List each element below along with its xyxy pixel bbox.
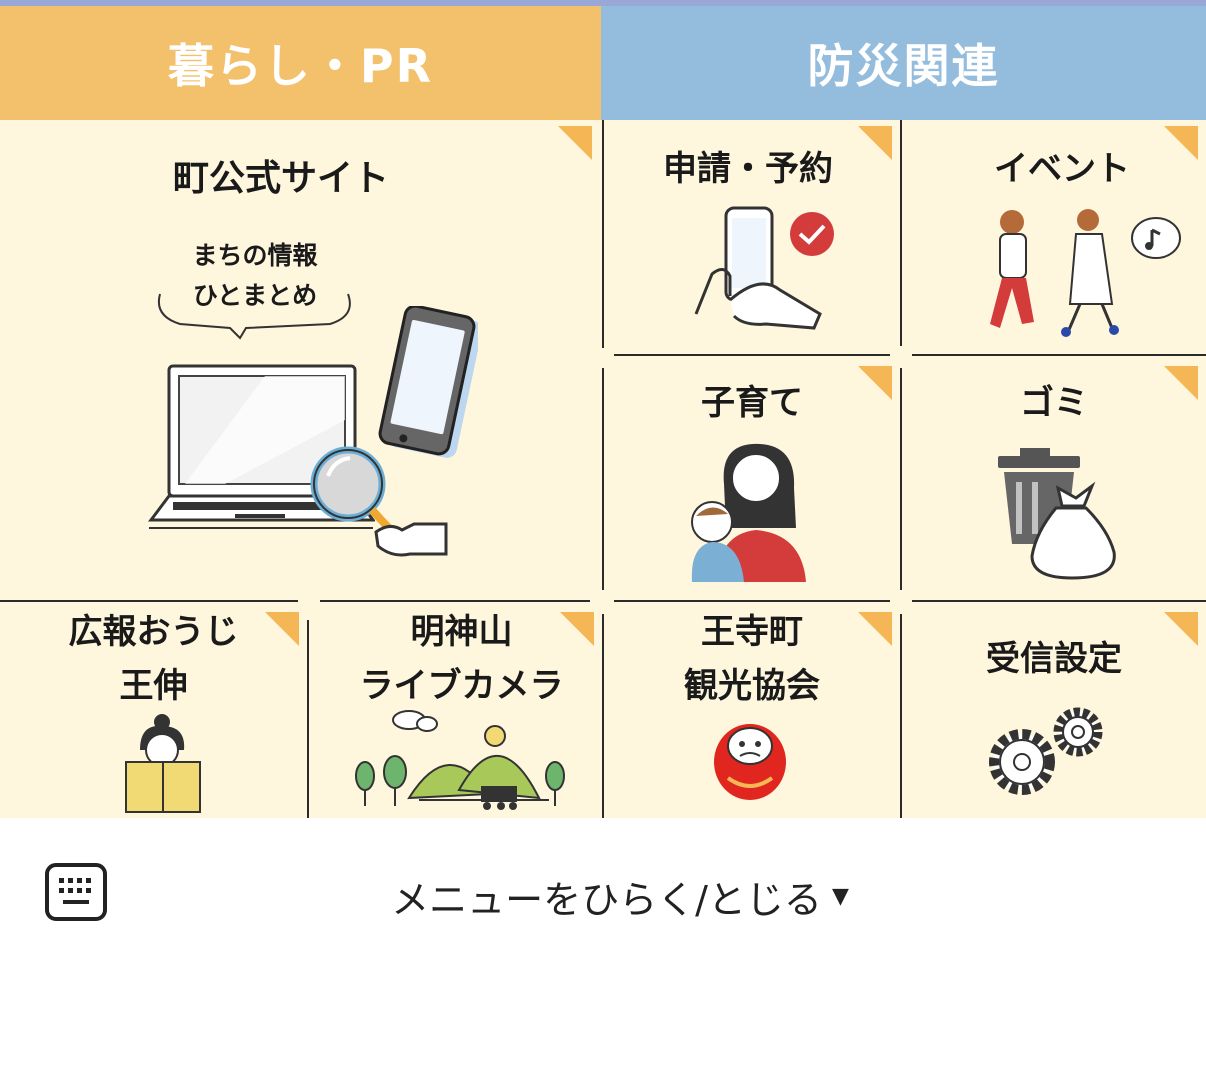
smartphone-check-icon (694, 206, 834, 330)
divider (307, 620, 309, 818)
application-title: 申請・予約 (663, 149, 833, 189)
live-camera-line2: ライブカメラ (359, 666, 564, 706)
caret-down-icon: ▼ (831, 883, 849, 909)
keyboard-icon[interactable] (44, 862, 108, 922)
divider (912, 600, 1206, 602)
tourism-line2: 観光協会 (684, 666, 820, 706)
tab-life-pr-label: 暮らし・PR (167, 39, 434, 93)
garbage-title: ゴミ (1020, 383, 1088, 423)
menu-toggle-button[interactable]: メニューをひらく/とじる ▼ (300, 866, 940, 926)
corner-tab (1164, 366, 1198, 400)
divider (602, 368, 604, 590)
smartphone-icon (378, 306, 478, 458)
corner-tab (858, 612, 892, 646)
info-bubble-line2: ひとまとめ (192, 281, 318, 310)
tourism-line1: 王寺町 (701, 612, 803, 652)
info-bubble: まちの情報 ひとまとめ (150, 236, 360, 316)
top-accent-line (0, 0, 1206, 6)
menu-toggle-label: メニューをひらく/とじる (391, 877, 822, 922)
official-site-title: 町公式サイト (172, 158, 389, 199)
tab-disaster-label: 防災関連 (807, 39, 1000, 93)
live-camera-button[interactable]: 明神山 ライブカメラ (309, 602, 602, 818)
tab-life-pr[interactable]: 暮らし・PR (0, 6, 601, 120)
childcare-title: 子育て (701, 383, 803, 423)
walking-people-icon (990, 209, 1181, 337)
pr-magazine-line2: 王伸 (119, 666, 188, 706)
corner-tab (560, 612, 594, 646)
divider (602, 614, 604, 818)
notification-settings-title: 受信設定 (986, 639, 1122, 679)
pr-magazine-line1: 広報おうじ (68, 612, 239, 652)
book-icon (125, 714, 201, 813)
check-icon (790, 212, 834, 256)
tab-disaster[interactable]: 防災関連 (601, 6, 1206, 120)
corner-tab (1164, 612, 1198, 646)
divider (614, 600, 890, 602)
menu-bar (0, 818, 1206, 1074)
divider (0, 600, 298, 602)
rich-menu-panel: 町公式サイト まちの情報 ひとまとめ (0, 120, 1206, 818)
corner-tab (265, 612, 299, 646)
official-site-button[interactable]: 町公式サイト まちの情報 ひとまとめ (0, 120, 602, 600)
pr-magazine-button[interactable]: 広報おうじ 王伸 (0, 602, 307, 818)
trash-can-icon (998, 448, 1116, 580)
divider (602, 120, 604, 348)
daruma-icon (714, 724, 786, 800)
mountain-icon (355, 710, 565, 810)
magnifier-icon (310, 446, 448, 557)
garbage-button[interactable]: ゴミ (902, 356, 1206, 600)
music-note-icon (1131, 217, 1181, 259)
tourism-button[interactable]: 王寺町 観光協会 (604, 602, 900, 818)
application-reservation-button[interactable]: 申請・予約 (604, 120, 900, 354)
divider (614, 354, 890, 356)
speech-curve-icon (158, 293, 351, 340)
corner-tab (858, 126, 892, 160)
gear-icon (989, 707, 1103, 795)
parent-child-icon (691, 443, 806, 582)
divider (900, 120, 902, 346)
train-icon (481, 786, 517, 802)
event-title: イベント (994, 149, 1130, 189)
divider (320, 600, 590, 602)
event-button[interactable]: イベント (902, 120, 1206, 354)
corner-tab (558, 126, 592, 160)
divider (900, 368, 902, 590)
live-camera-line1: 明神山 (410, 612, 513, 652)
info-bubble-line1: まちの情報 (192, 241, 318, 270)
divider (912, 354, 1206, 356)
divider (900, 614, 902, 818)
corner-tab (1164, 126, 1198, 160)
childcare-button[interactable]: 子育て (604, 356, 900, 600)
garbage-bag-icon (1030, 506, 1116, 580)
corner-tab (858, 366, 892, 400)
notification-settings-button[interactable]: 受信設定 (902, 602, 1206, 818)
